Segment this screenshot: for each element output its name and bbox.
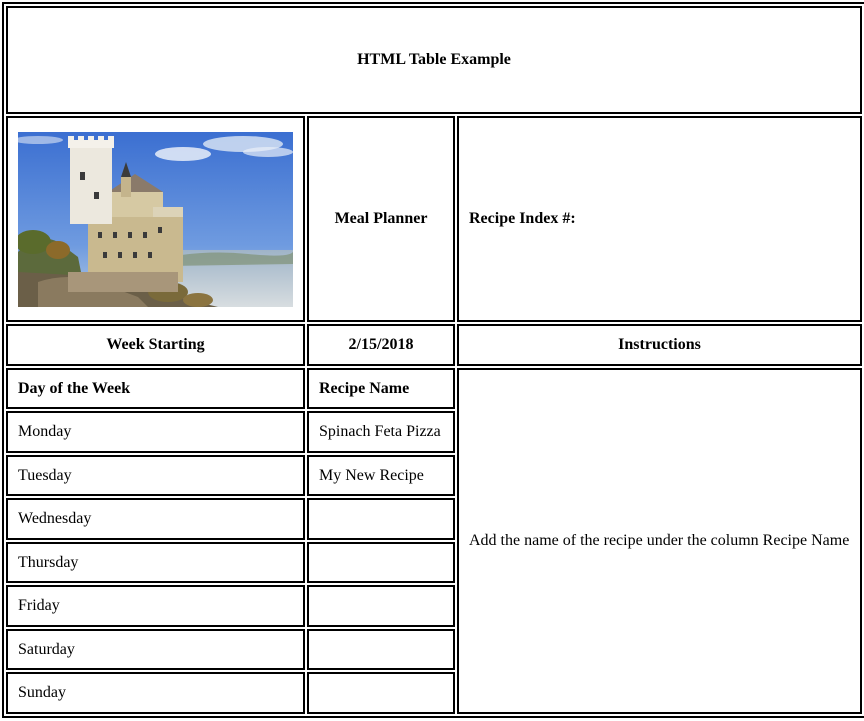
day-cell: Monday [6,411,305,453]
castle-image-cell [6,115,305,323]
recipe-cell [307,541,455,584]
day-cell: Wednesday [6,498,305,540]
page-title: HTML Table Example [6,6,862,114]
title-row: HTML Table Example [6,6,862,114]
column-header-day: Day of the Week [6,367,305,410]
column-header-row: Day of the Week Recipe Name Add the name… [6,367,862,714]
recipe-cell [307,672,455,714]
day-cell: Tuesday [6,454,305,497]
day-cell: Thursday [6,541,305,584]
day-cell: Sunday [6,672,305,714]
week-starting-label: Week Starting [6,324,305,366]
castle-photo [18,131,293,307]
recipe-cell [307,498,455,540]
table-row: Saturday [6,628,862,671]
table-row: Thursday [6,541,862,584]
header-row: Meal Planner Recipe Index #: [6,115,862,323]
meal-planner-label: Meal Planner [307,115,455,323]
table-row: Tuesday My New Recipe [6,454,862,497]
recipe-cell: Spinach Feta Pizza [307,411,455,453]
recipe-index-label: Recipe Index #: [457,115,862,323]
recipe-cell: My New Recipe [307,454,455,497]
recipe-cell [307,585,455,627]
week-date: 2/15/2018 [307,324,455,366]
week-row: Week Starting 2/15/2018 Instructions [6,324,862,366]
day-cell: Saturday [6,628,305,671]
day-cell: Friday [6,585,305,627]
recipe-cell [307,628,455,671]
table-row: Sunday [6,672,862,714]
table-row: Wednesday [6,498,862,540]
table-row: Friday [6,585,862,627]
column-header-recipe: Recipe Name [307,367,455,410]
instructions-text: Add the name of the recipe under the col… [457,367,862,714]
instructions-label: Instructions [457,324,862,366]
table-row: Monday Spinach Feta Pizza [6,411,862,453]
